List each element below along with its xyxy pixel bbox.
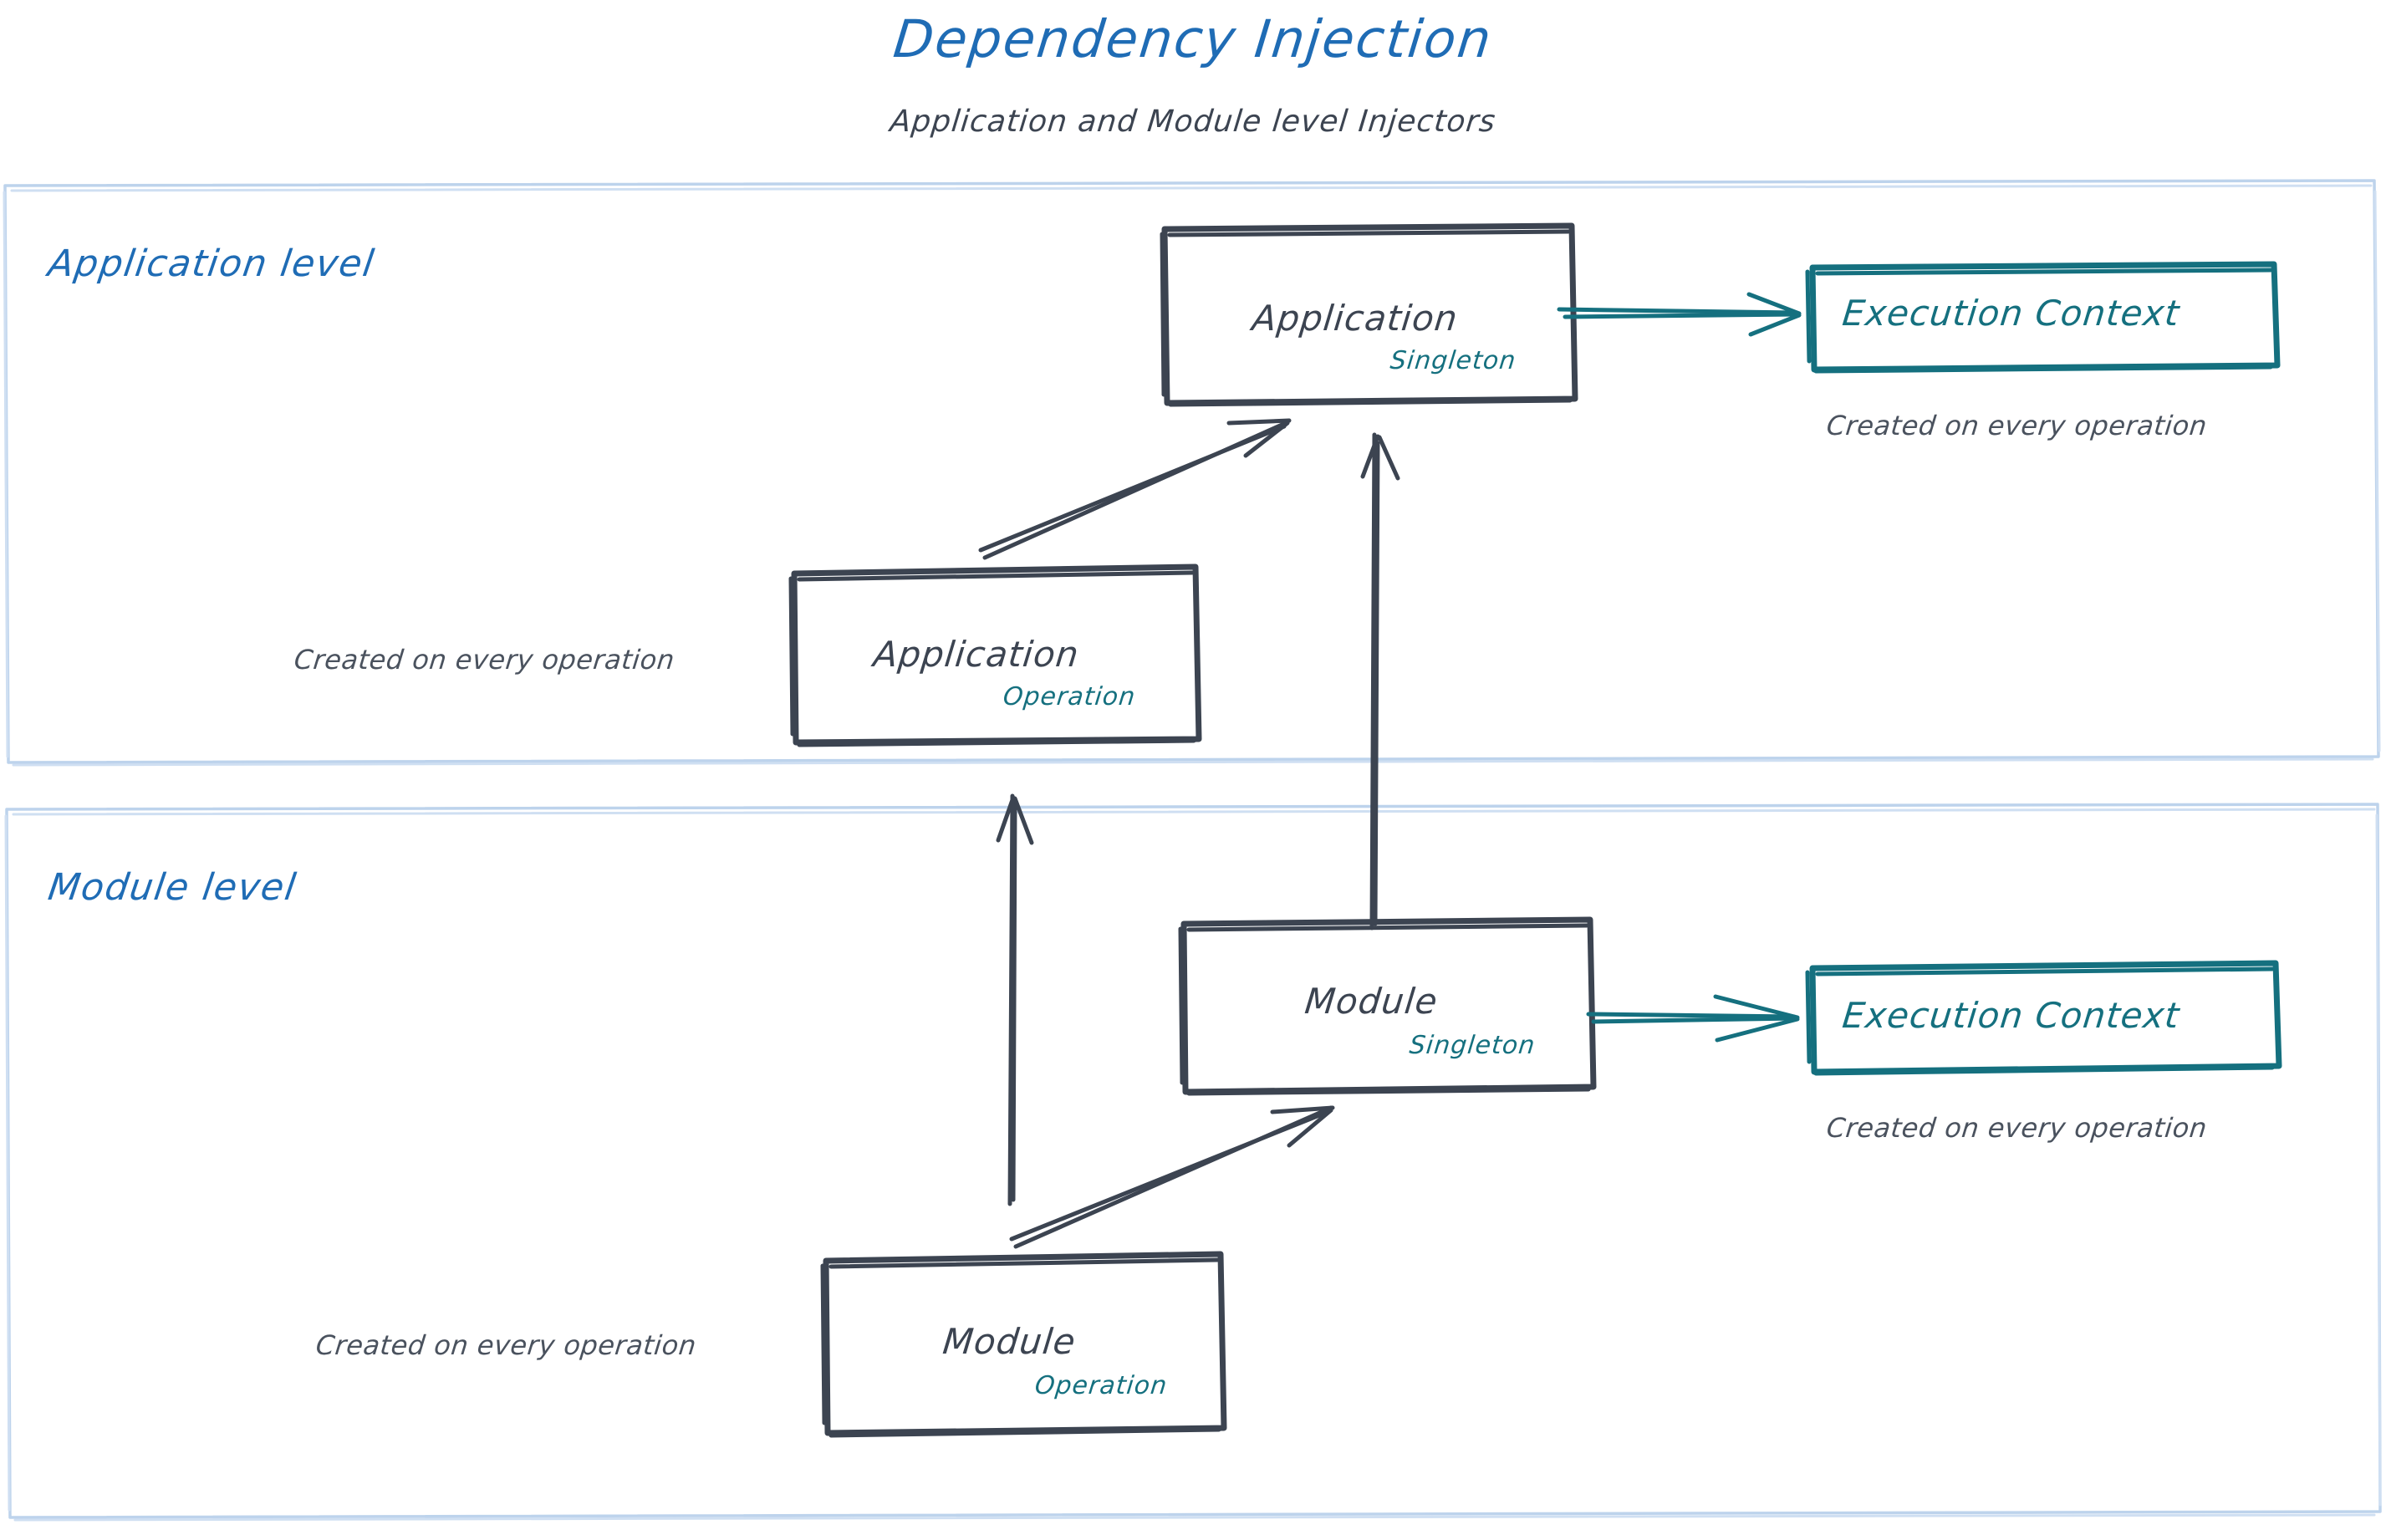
box-title: Module: [1303, 981, 1440, 1022]
box-application-singleton[interactable]: Application Singleton: [1165, 229, 1576, 405]
box-module-operation[interactable]: Module Operation: [826, 1261, 1224, 1433]
caption-application-operation: Created on every operation: [293, 644, 676, 676]
box-module-singleton[interactable]: Module Singleton: [1184, 924, 1593, 1092]
arrow-module-operation-to-module-singleton: [1009, 1105, 1335, 1249]
box-title: Execution Context: [1840, 293, 2182, 334]
caption-module-operation: Created on every operation: [314, 1329, 698, 1361]
lane-label-module-level: Module level: [45, 866, 300, 909]
box-scope-label: Operation: [1002, 682, 1138, 711]
box-application-operation[interactable]: Application Operation: [794, 574, 1199, 742]
page-title: Dependency Injection: [890, 8, 1496, 69]
lane-label-application-level: Application level: [45, 242, 378, 285]
arrow-module-operation-to-app-operation: [996, 793, 1034, 1206]
arrow-module-singleton-to-module-execution-context: [1586, 994, 1800, 1043]
box-title: Module: [941, 1321, 1078, 1362]
box-scope-label: Operation: [1033, 1371, 1170, 1400]
arrow-module-singleton-to-app-singleton: [1360, 432, 1400, 931]
caption-module-execution-context: Created on every operation: [1825, 1112, 2209, 1144]
box-scope-label: Singleton: [1389, 346, 1518, 375]
arrow-app-operation-to-app-singleton: [978, 418, 1292, 560]
box-scope-label: Singleton: [1408, 1031, 1537, 1060]
box-title: Execution Context: [1840, 995, 2182, 1036]
caption-application-execution-context: Created on every operation: [1825, 410, 2209, 441]
arrow-app-singleton-to-execution-context: [1557, 292, 1802, 337]
box-title: Application: [871, 634, 1082, 675]
box-module-execution-context[interactable]: Execution Context: [1812, 968, 2279, 1072]
box-title: Application: [1250, 298, 1461, 339]
box-application-execution-context[interactable]: Execution Context: [1812, 268, 2277, 370]
page-subtitle: Application and Module level Injectors: [888, 105, 1498, 139]
